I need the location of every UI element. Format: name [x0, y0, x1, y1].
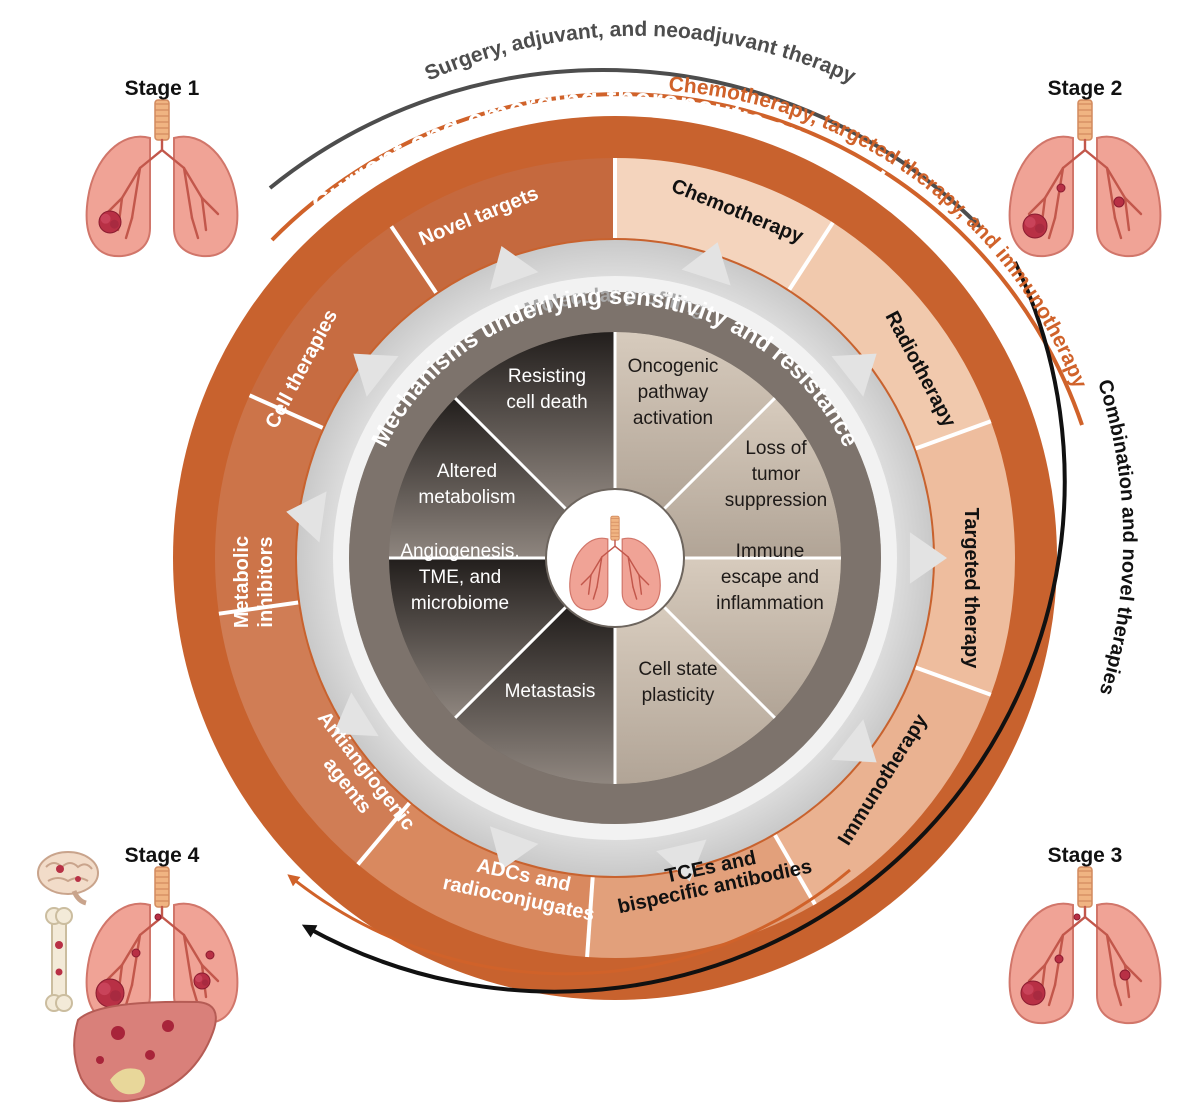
outer-segment-adcs-and-radioconjugates: [357, 803, 593, 958]
center-disc: [547, 490, 683, 626]
outer-divider: [389, 225, 438, 294]
inner-divider: [663, 606, 776, 719]
profiling-arrow: [681, 242, 731, 286]
profiling-arrow: [489, 246, 539, 290]
profiling-arrow: [909, 532, 947, 584]
chemo-return-arrow: [287, 868, 851, 976]
inner-segment-immune-escape-and-inflammation: [664, 558, 841, 718]
chemo-targeted-immuno-arrow: [270, 92, 1084, 426]
outer-segment-chemotherapy: [615, 158, 833, 290]
outer-segment-targeted-therapy: [915, 421, 1015, 695]
inner-segment-cell-state-plasticity: [615, 607, 775, 784]
inner-dividers: [389, 332, 841, 784]
center-lung-icon: [569, 515, 661, 611]
bone-icon: [45, 907, 73, 1012]
center-lung-drawing: [569, 515, 661, 611]
profiling-arrow: [333, 692, 379, 737]
surgery-arrow-label: Surgery, adjuvant, and neoadjuvant thera…: [421, 18, 859, 88]
outer-segment-radiotherapy: [789, 222, 991, 449]
outer-segment-antiangiogenic-agents: [218, 602, 410, 865]
inner-segment-altered-metabolism: [389, 398, 566, 558]
profiling-arrow: [489, 826, 539, 870]
inner-segment-angiogenesis-tme-and-microbiome: [389, 558, 566, 718]
outer-segment-metabolic-inhibitors: [215, 395, 323, 614]
stage-2-label: Stage 2: [1048, 77, 1123, 100]
outer-segments: [215, 158, 1015, 958]
outer-dividers: [218, 158, 992, 958]
outer-divider: [915, 419, 992, 451]
outer-divider: [915, 665, 992, 697]
stage-4-label: Stage 4: [125, 844, 200, 867]
inner-divider: [454, 397, 567, 510]
inner-segment-resisting-cell-death: [455, 332, 615, 509]
outer-divider: [356, 801, 411, 866]
stage-1-lung-icon: [85, 99, 239, 258]
outer-segment-tces-and-bispecific-antibodies: [587, 835, 815, 958]
outer-segment-cell-therapies: [249, 226, 437, 428]
inner-segments: [389, 332, 841, 784]
outer-divider: [248, 393, 324, 430]
outer-label-targeted-therapy: Targeted therapy: [960, 508, 982, 670]
outer-segment-novel-targets: [391, 158, 615, 293]
inner-divider: [454, 606, 567, 719]
inner-divider: [663, 397, 776, 510]
stage-3-lung-icon: [1008, 866, 1162, 1025]
outer-divider: [787, 221, 835, 291]
profiling-arrow: [656, 839, 707, 882]
profiling-arrow: [831, 353, 877, 397]
inner-ring-band: [349, 292, 881, 824]
outer-segment-immunotherapy: [775, 667, 991, 905]
combination-arrow: [301, 261, 1067, 994]
brain-icon: [37, 851, 99, 906]
profiling-arrow: [353, 353, 399, 397]
stage-lungs: [85, 99, 1162, 1025]
profiling-arrows: [286, 242, 947, 882]
liver-icon: [73, 1000, 217, 1103]
inner-segment-loss-of-tumor-suppression: [664, 398, 841, 558]
stage-4-lung-icon: [85, 866, 239, 1025]
outer-divider: [585, 877, 595, 958]
stage-1-label: Stage 1: [125, 77, 200, 100]
inner-label-metastasis: Metastasis: [505, 681, 596, 702]
combination-arrow-label: Combination and novel therapies: [1093, 377, 1140, 698]
profiling-arrow: [286, 491, 327, 543]
inner-segment-metastasis: [455, 607, 615, 784]
inner-segment-oncogenic-pathway-activation: [615, 332, 775, 509]
surgery-arrow: [268, 67, 982, 229]
stage-2-lung-icon: [1008, 99, 1162, 258]
outer-divider: [218, 600, 299, 616]
stage-3-label: Stage 3: [1048, 844, 1123, 867]
profiling-arrow: [831, 719, 877, 763]
outer-divider: [773, 834, 817, 906]
